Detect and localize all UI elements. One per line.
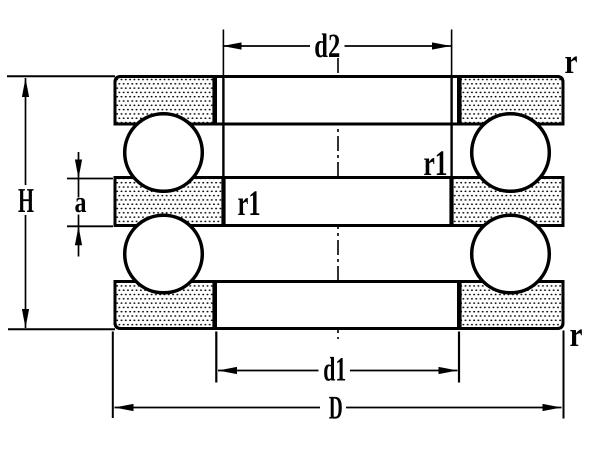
d2-arrow-left	[222, 42, 242, 50]
d1-arrow-right	[438, 366, 458, 375]
bottom-left-section	[113, 280, 217, 330]
label-r1-upper: r1	[424, 143, 448, 183]
d1-arrow-left	[218, 366, 237, 375]
ball-top-left	[122, 111, 205, 194]
top-left-section	[113, 75, 217, 126]
label-r1-lower: r1	[238, 183, 261, 223]
D-arrow-right	[542, 403, 562, 412]
D-arrow-left	[114, 403, 134, 412]
label-d1: d1	[323, 352, 346, 389]
dimension-labels: d2 r r1 r1 H a d1 D r	[18, 28, 583, 427]
label-a: a	[75, 186, 87, 219]
dimension-arrows	[21, 42, 562, 412]
section-inner-edges	[212, 75, 462, 330]
bottom-right-section	[457, 280, 565, 330]
label-d2: d2	[314, 28, 340, 65]
ball-bottom-right	[469, 213, 552, 295]
label-D: D	[329, 391, 343, 427]
a-arrow-bottom	[74, 226, 83, 246]
middle-ring-bore-lines	[222, 29, 453, 177]
label-r-top: r	[565, 42, 578, 81]
ball-top-right	[469, 111, 552, 194]
a-arrow-top	[74, 159, 83, 179]
label-r-bottom: r	[570, 315, 583, 354]
bearing-balls	[122, 111, 552, 295]
dimensions	[7, 45, 565, 419]
d2-arrow-right	[432, 42, 451, 50]
top-right-section	[457, 75, 565, 126]
H-arrow-top	[21, 78, 30, 97]
label-H: H	[18, 181, 34, 220]
ball-bottom-left	[122, 213, 205, 295]
H-arrow-bottom	[21, 309, 30, 328]
